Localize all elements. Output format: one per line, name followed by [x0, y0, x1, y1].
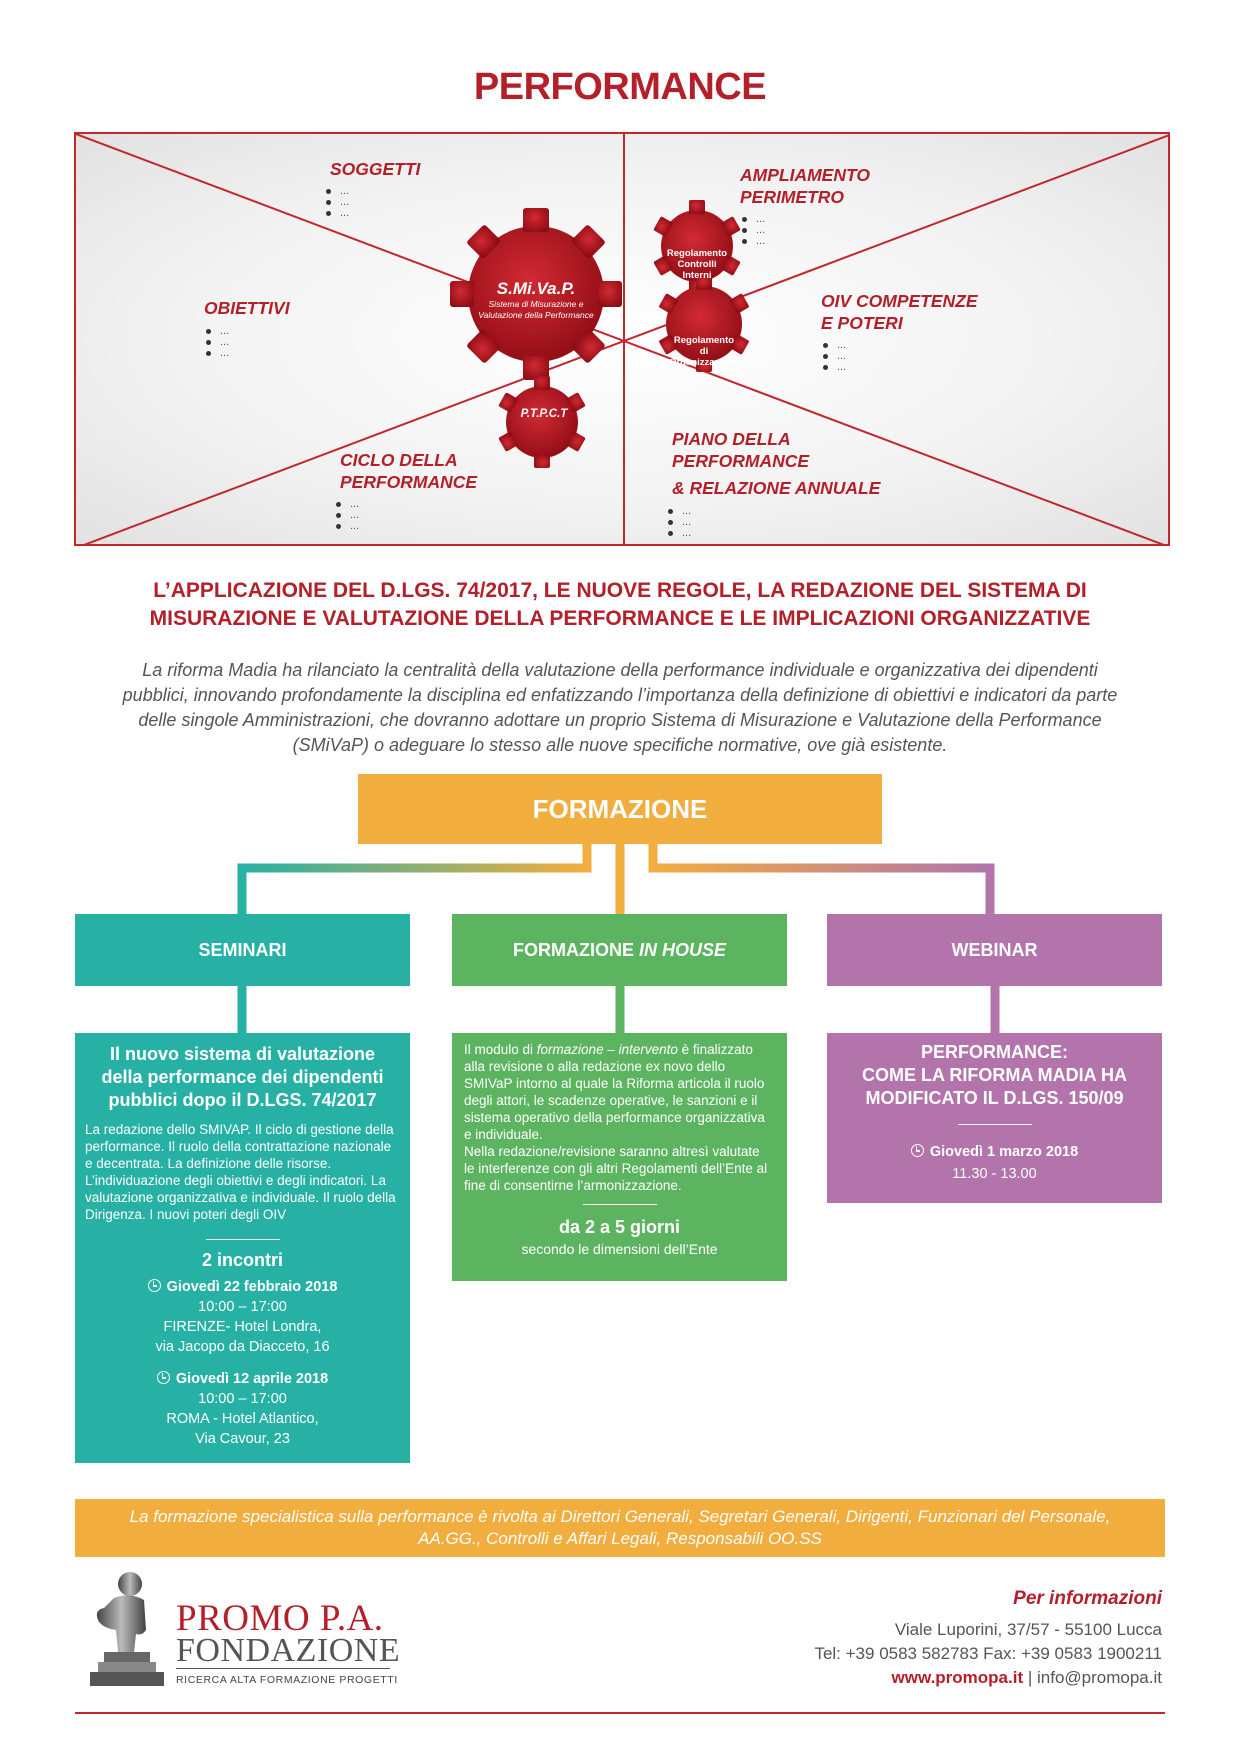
seminari-header: SEMINARI: [75, 914, 410, 986]
webinar-event: Giovedì 1 marzo 2018 11.30 - 13.00: [837, 1141, 1152, 1185]
label-obiettivi: OBIETTIVI: [204, 298, 290, 318]
gear-ptpct: P.T.P.C.T: [520, 408, 568, 420]
label-soggetti: SOGGETTI: [330, 159, 421, 179]
in-house-duration-note: secondo le dimensioni dell’Ente: [521, 1241, 718, 1257]
webinar-box: PERFORMANCE: COME LA RIFORMA MADIA HA MO…: [827, 1033, 1162, 1203]
logo-name: PROMO P.A.: [176, 1598, 384, 1639]
phone-fax: Tel: +39 0583 582783 Fax: +39 0583 19002…: [814, 1644, 1162, 1663]
footer-divider: [75, 1712, 1165, 1714]
label-ampliamento-perimetro: AMPLIAMENTO PERIMETRO: [740, 165, 870, 207]
logo-divider: [176, 1668, 390, 1669]
logo-subtitle: FONDAZIONE: [176, 1632, 401, 1669]
promo-pa-logo-icon: [90, 1572, 164, 1686]
seminari-event-1: Giovedì 22 febbraio 2018 10:00 – 17:00 F…: [85, 1277, 400, 1357]
clock-icon: [147, 1279, 161, 1292]
webinar-header: WEBINAR: [827, 914, 1162, 986]
email-link[interactable]: info@promopa.it: [1037, 1668, 1162, 1687]
gear-smivap: S.Mi.Va.P. Sistema di Misurazione e Valu…: [478, 279, 594, 320]
clock-icon: [910, 1144, 924, 1157]
piano-list: .........: [666, 506, 691, 539]
in-house-duration: da 2 a 5 giorni: [558, 1217, 681, 1237]
seminari-event-2: Giovedì 12 aprile 2018 10:00 – 17:00 ROM…: [85, 1369, 400, 1449]
page-title: PERFORMANCE: [473, 66, 767, 108]
website-link[interactable]: www.promopa.it: [891, 1668, 1024, 1687]
ciclo-list: .........: [334, 499, 359, 532]
info-title: Per informazioni: [1013, 1588, 1162, 1609]
logo-tagline: RICERCA ALTA FORMAZIONE PROGETTI: [176, 1674, 398, 1686]
gears-icon: [450, 200, 749, 468]
seminari-count: 2 incontri: [201, 1250, 283, 1270]
divider: [205, 1239, 280, 1240]
webinar-title: PERFORMANCE: COME LA RIFORMA MADIA HA MO…: [862, 1042, 1127, 1108]
in-house-box: Il modulo di formazione – intervento è f…: [452, 1033, 787, 1281]
ampliamento-list: .........: [740, 214, 765, 247]
divider: [582, 1204, 657, 1205]
label-oiv-competenze: OIV COMPETENZE E POTERI: [821, 291, 978, 333]
address: Viale Luporini, 37/57 - 55100 Lucca: [894, 1620, 1162, 1639]
obiettivi-list: .........: [204, 326, 229, 359]
diagram-cross-lines: [76, 134, 1168, 544]
section-subtitle: L’APPLICAZIONE DEL D.LGS. 74/2017, LE NU…: [149, 579, 1091, 630]
target-audience-bar: La formazione specialistica sulla perfor…: [75, 1499, 1165, 1557]
label-ciclo-performance: CICLO DELLA PERFORMANCE: [340, 450, 478, 492]
seminari-description: La redazione dello SMIVAP. Il ciclo di g…: [85, 1122, 396, 1222]
flow-connectors: [237, 844, 1000, 1500]
contacts: www.promopa.it | info@promopa.it: [891, 1668, 1162, 1687]
clock-icon: [156, 1371, 170, 1384]
seminari-box: Il nuovo sistema di valutazione della pe…: [75, 1033, 410, 1463]
in-house-description: Il modulo di formazione – intervento è f…: [464, 1042, 768, 1193]
label-piano-performance: PIANO DELLA PERFORMANCE & RELAZIONE ANNU…: [672, 429, 881, 498]
divider: [957, 1124, 1032, 1125]
seminari-title: Il nuovo sistema di valutazione della pe…: [101, 1044, 384, 1110]
soggetti-list: .........: [324, 186, 349, 219]
intro-paragraph: La riforma Madia ha rilanciato la centra…: [122, 660, 1118, 755]
in-house-header: FORMAZIONE IN HOUSE: [452, 914, 787, 986]
oiv-list: .........: [821, 340, 846, 373]
performance-diagram: S.Mi.Va.P. Sistema di Misurazione e Valu…: [74, 132, 1170, 546]
gear-controlli-interni: Regolamento Controlli Interni: [666, 248, 728, 281]
gear-regolamento-organizzazione: Regolamento di Organizzazione: [669, 335, 739, 368]
formazione-header: FORMAZIONE: [358, 774, 882, 844]
